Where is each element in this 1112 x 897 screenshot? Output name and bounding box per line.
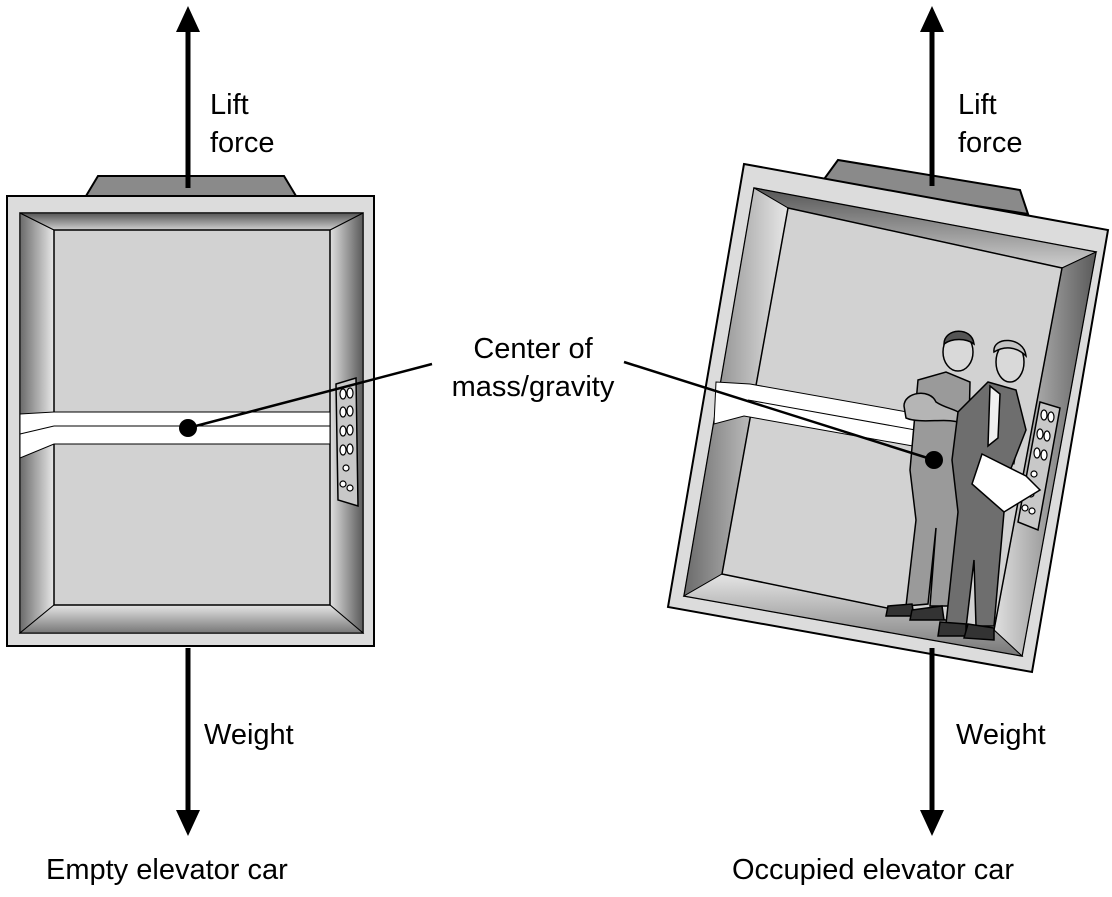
lift-force-arrow-right xyxy=(920,6,944,186)
hand-rail xyxy=(19,411,331,459)
floor xyxy=(18,604,365,634)
center-label-line1: Center of xyxy=(473,333,593,365)
leader-line-empty xyxy=(187,362,433,430)
weight-arrow-left xyxy=(176,648,200,836)
occupied-elevator-car xyxy=(666,158,1110,674)
caption-empty-car: Empty elevator car xyxy=(46,854,288,886)
lift-force-label-left: Lift force xyxy=(210,86,274,162)
lift-label-line2: force xyxy=(958,127,1023,159)
top-cap xyxy=(84,175,298,197)
lift-force-arrow-left xyxy=(176,6,200,188)
ceiling xyxy=(19,212,364,231)
lift-label-line1: Lift xyxy=(958,89,997,121)
empty-elevator-car xyxy=(6,175,375,647)
caption-occupied-car: Occupied elevator car xyxy=(732,854,1015,886)
leader-line-occupied xyxy=(623,360,935,462)
button-panel xyxy=(335,376,359,508)
weight-label-left: Weight xyxy=(204,719,294,751)
lift-label-line1: Lift xyxy=(210,89,249,121)
lift-label-line2: force xyxy=(210,127,275,159)
lift-force-label-right: Lift force xyxy=(958,86,1022,162)
weight-label-right: Weight xyxy=(956,719,1046,751)
center-of-mass-label: Center of mass/gravity xyxy=(438,330,628,406)
center-label-line2: mass/gravity xyxy=(451,371,615,403)
weight-arrow-right xyxy=(920,648,944,836)
passenger-front xyxy=(937,339,1042,641)
